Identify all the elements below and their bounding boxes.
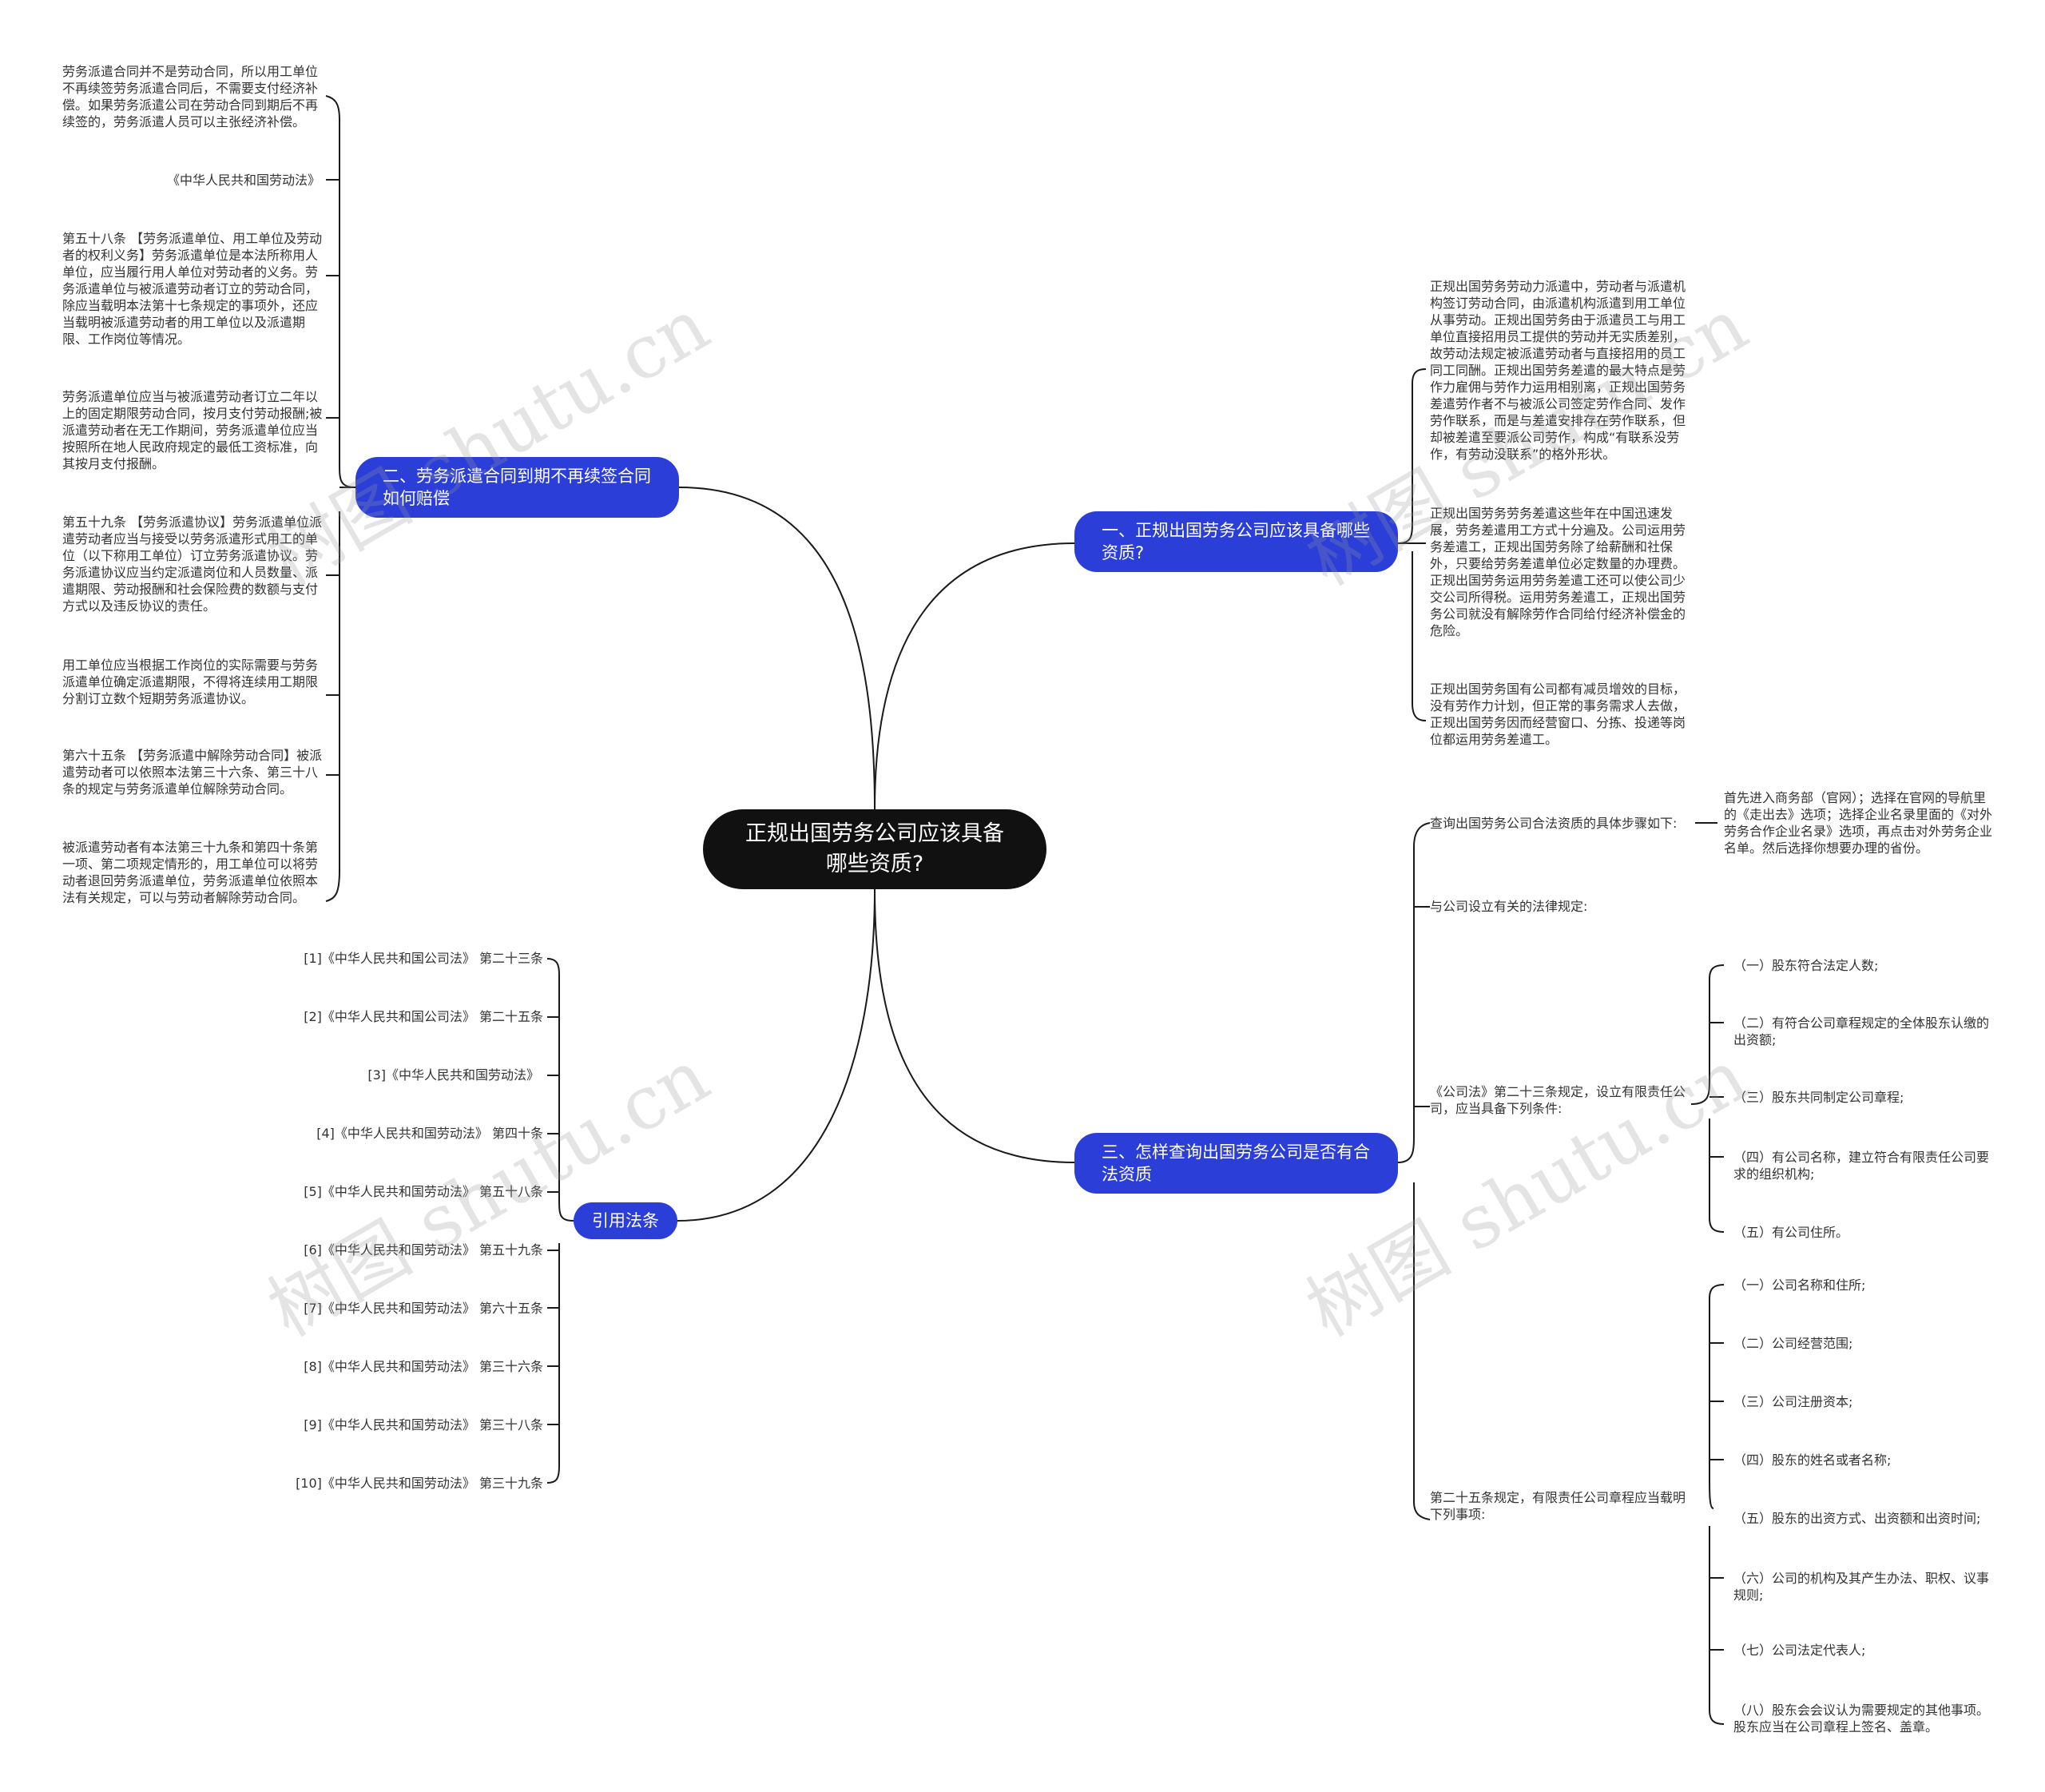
article-item-1: （一）公司名称和住所; (1733, 1277, 1866, 1293)
b2-leaf-5: 第五十九条 【劳务派遣协议】劳务派遣单位派遣劳动者应当与接受以劳务派遣形式用工的… (62, 515, 323, 614)
article-item-7: （七）公司法定代表人; (1733, 1643, 1866, 1658)
b2-leaf-2: 《中华人民共和国劳动法》 (166, 173, 320, 188)
b2-leaf-4: 劳务派遣单位应当与被派遣劳动者订立二年以上的固定期限劳动合同，按月支付劳动报酬;… (62, 389, 323, 471)
condition-1: （一）股东符合法定人数; (1733, 958, 1879, 973)
b3-legal-provisions: 与公司设立有关的法律规定: (1430, 899, 1588, 914)
condition-2: （二）有符合公司章程规定的全体股东认缴的出资额; (1733, 1015, 1990, 1047)
bracket-b1 (1397, 368, 1427, 721)
b1-leaf-1: 正规出国劳务劳动力派遣中，劳动者与派遣机构签订劳动合同，由派遣机构派遣到用工单位… (1430, 279, 1686, 462)
citation-5: [5]《中华人民共和国劳动法》 第五十八条 (304, 1184, 543, 1199)
b1-leaf-2: 正规出国劳务劳务差遣这些年在中国迅速发展，劳务差遣用工方式十分遍及。公司运用劳务… (1430, 506, 1686, 638)
citation-3: [3]《中华人民共和国劳动法》 (367, 1067, 539, 1083)
citation-2: [2]《中华人民共和国公司法》 第二十五条 (304, 1009, 543, 1024)
citation-10: [10]《中华人民共和国劳动法》 第三十九条 (296, 1476, 543, 1491)
link-root-b3 (874, 888, 1075, 1163)
article-item-5: （五）股东的出资方式、出资额和出资时间; (1733, 1511, 1981, 1526)
condition-5: （五）有公司住所。 (1733, 1225, 1849, 1240)
citation-9: [9]《中华人民共和国劳动法》 第三十八条 (304, 1417, 543, 1432)
branch-cited-laws[interactable]: 引用法条 (574, 1202, 677, 1239)
article-item-8: （八）股东会会议认为需要规定的其他事项。股东应当在公司章程上签名、盖章。 (1733, 1703, 1990, 1734)
branch-contract-compensation[interactable]: 二、劳务派遣合同到期不再续签合同如何赔偿 (355, 457, 679, 518)
b2-leaf-6: 用工单位应当根据工作岗位的实际需要与劳务派遣单位确定派遣期限，不得将连续用工期限… (62, 658, 319, 706)
link-root-b2 (678, 487, 876, 810)
b2-leaf-3: 第五十八条 【劳务派遣单位、用工单位及劳动者的权利义务】劳务派遣单位是本法所称用… (62, 231, 323, 347)
bracket-b4 (546, 958, 574, 1484)
root-topic[interactable]: 正规出国劳务公司应该具备哪些资质? (703, 809, 1046, 889)
tick-b4 (547, 1016, 559, 1425)
b3-article-23: 《公司法》第二十三条规定，设立有限责任公司，应当具备下列条件: (1430, 1084, 1686, 1116)
link-root-b4 (677, 888, 876, 1222)
citation-8: [8]《中华人民共和国劳动法》 第三十六条 (304, 1359, 543, 1374)
branch-qualifications[interactable]: 一、正规出国劳务公司应该具备哪些资质? (1074, 511, 1398, 572)
citation-4: [4]《中华人民共和国劳动法》 第四十条 (316, 1126, 543, 1141)
bracket-conditions (1690, 964, 1725, 1233)
article-item-3: （三）公司注册资本; (1733, 1394, 1853, 1409)
b3-article-25: 第二十五条规定，有限责任公司章程应当载明下列事项: (1430, 1490, 1686, 1522)
b1-leaf-3: 正规出国劳务国有公司都有减员增效的目标，没有劳作力计划，但正常的事务需求人去做，… (1430, 681, 1686, 747)
b2-leaf-8: 被派遣劳动者有本法第三十九条和第四十条第一项、第二项规定情形的，用工单位可以将劳… (62, 840, 319, 905)
b2-leaf-7: 第六十五条 【劳务派遣中解除劳动合同】被派遣劳动者可以依照本法第三十六条、第三十… (62, 748, 323, 797)
b2-leaf-1: 劳务派遣合同并不是劳动合同，所以用工单位不再续签劳务派遣合同后，不需要支付经济补… (62, 64, 319, 129)
bracket-b2 (325, 95, 356, 902)
tick-b2 (326, 179, 340, 776)
article-item-4: （四）股东的姓名或者名称; (1733, 1452, 1892, 1468)
bracket-b3 (1397, 822, 1431, 1520)
citation-6: [6]《中华人民共和国劳动法》 第五十九条 (304, 1242, 543, 1258)
b3-query-steps: 查询出国劳务公司合法资质的具体步骤如下: (1430, 816, 1678, 831)
article-item-2: （二）公司经营范围; (1733, 1336, 1853, 1351)
b3-step-detail: 首先进入商务部（官网）；选择在官网的导航里的《走出去》选项；选择企业名录里面的《… (1724, 790, 1993, 856)
link-root-b1 (874, 542, 1075, 810)
citation-1: [1]《中华人民共和国公司法》 第二十三条 (304, 951, 543, 966)
tick-conditions (1709, 1022, 1724, 1158)
citation-7: [7]《中华人民共和国劳动法》 第六十五条 (304, 1301, 543, 1316)
bracket-articles (1709, 1284, 1725, 1725)
condition-4: （四）有公司名称，建立符合有限责任公司要求的组织机构; (1733, 1150, 1990, 1182)
condition-3: （三）股东共同制定公司章程; (1733, 1090, 1904, 1105)
tick-articles (1709, 1342, 1724, 1651)
article-item-6: （六）公司的机构及其产生办法、职权、议事规则; (1733, 1571, 1990, 1603)
branch-query-qualification[interactable]: 三、怎样查询出国劳务公司是否有合法资质 (1074, 1133, 1398, 1194)
